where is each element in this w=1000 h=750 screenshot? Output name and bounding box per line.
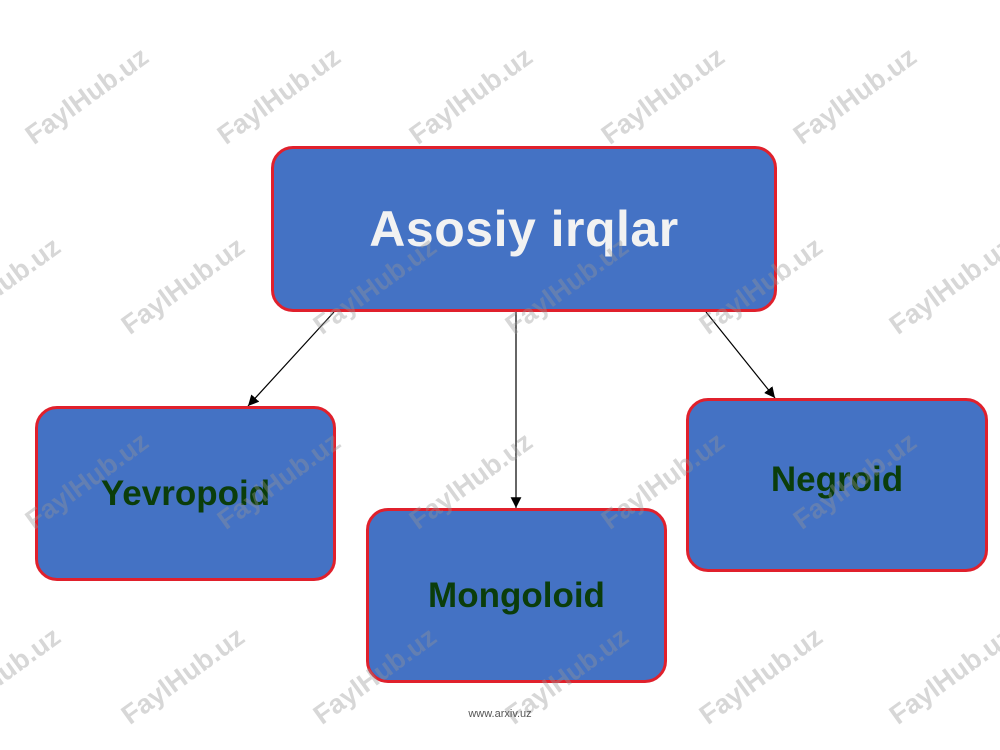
node-negroid-label: Negroid	[770, 460, 904, 499]
node-mongoloid: Mongoloid	[366, 508, 667, 683]
root-node: Asosiy irqlar	[271, 146, 777, 312]
arrow-to-yevropoid	[247, 311, 335, 407]
node-mongoloid-label: Mongoloid	[428, 575, 605, 615]
footer-source: www.arxiv.uz	[468, 708, 532, 720]
node-yevropoid: Yevropoid	[35, 406, 336, 581]
arrow-to-negroid	[705, 311, 776, 399]
node-yevropoid-label: Yevropoid	[100, 473, 271, 513]
root-node-label: Asosiy irqlar	[369, 201, 679, 257]
node-negroid: Negroid	[686, 398, 988, 572]
